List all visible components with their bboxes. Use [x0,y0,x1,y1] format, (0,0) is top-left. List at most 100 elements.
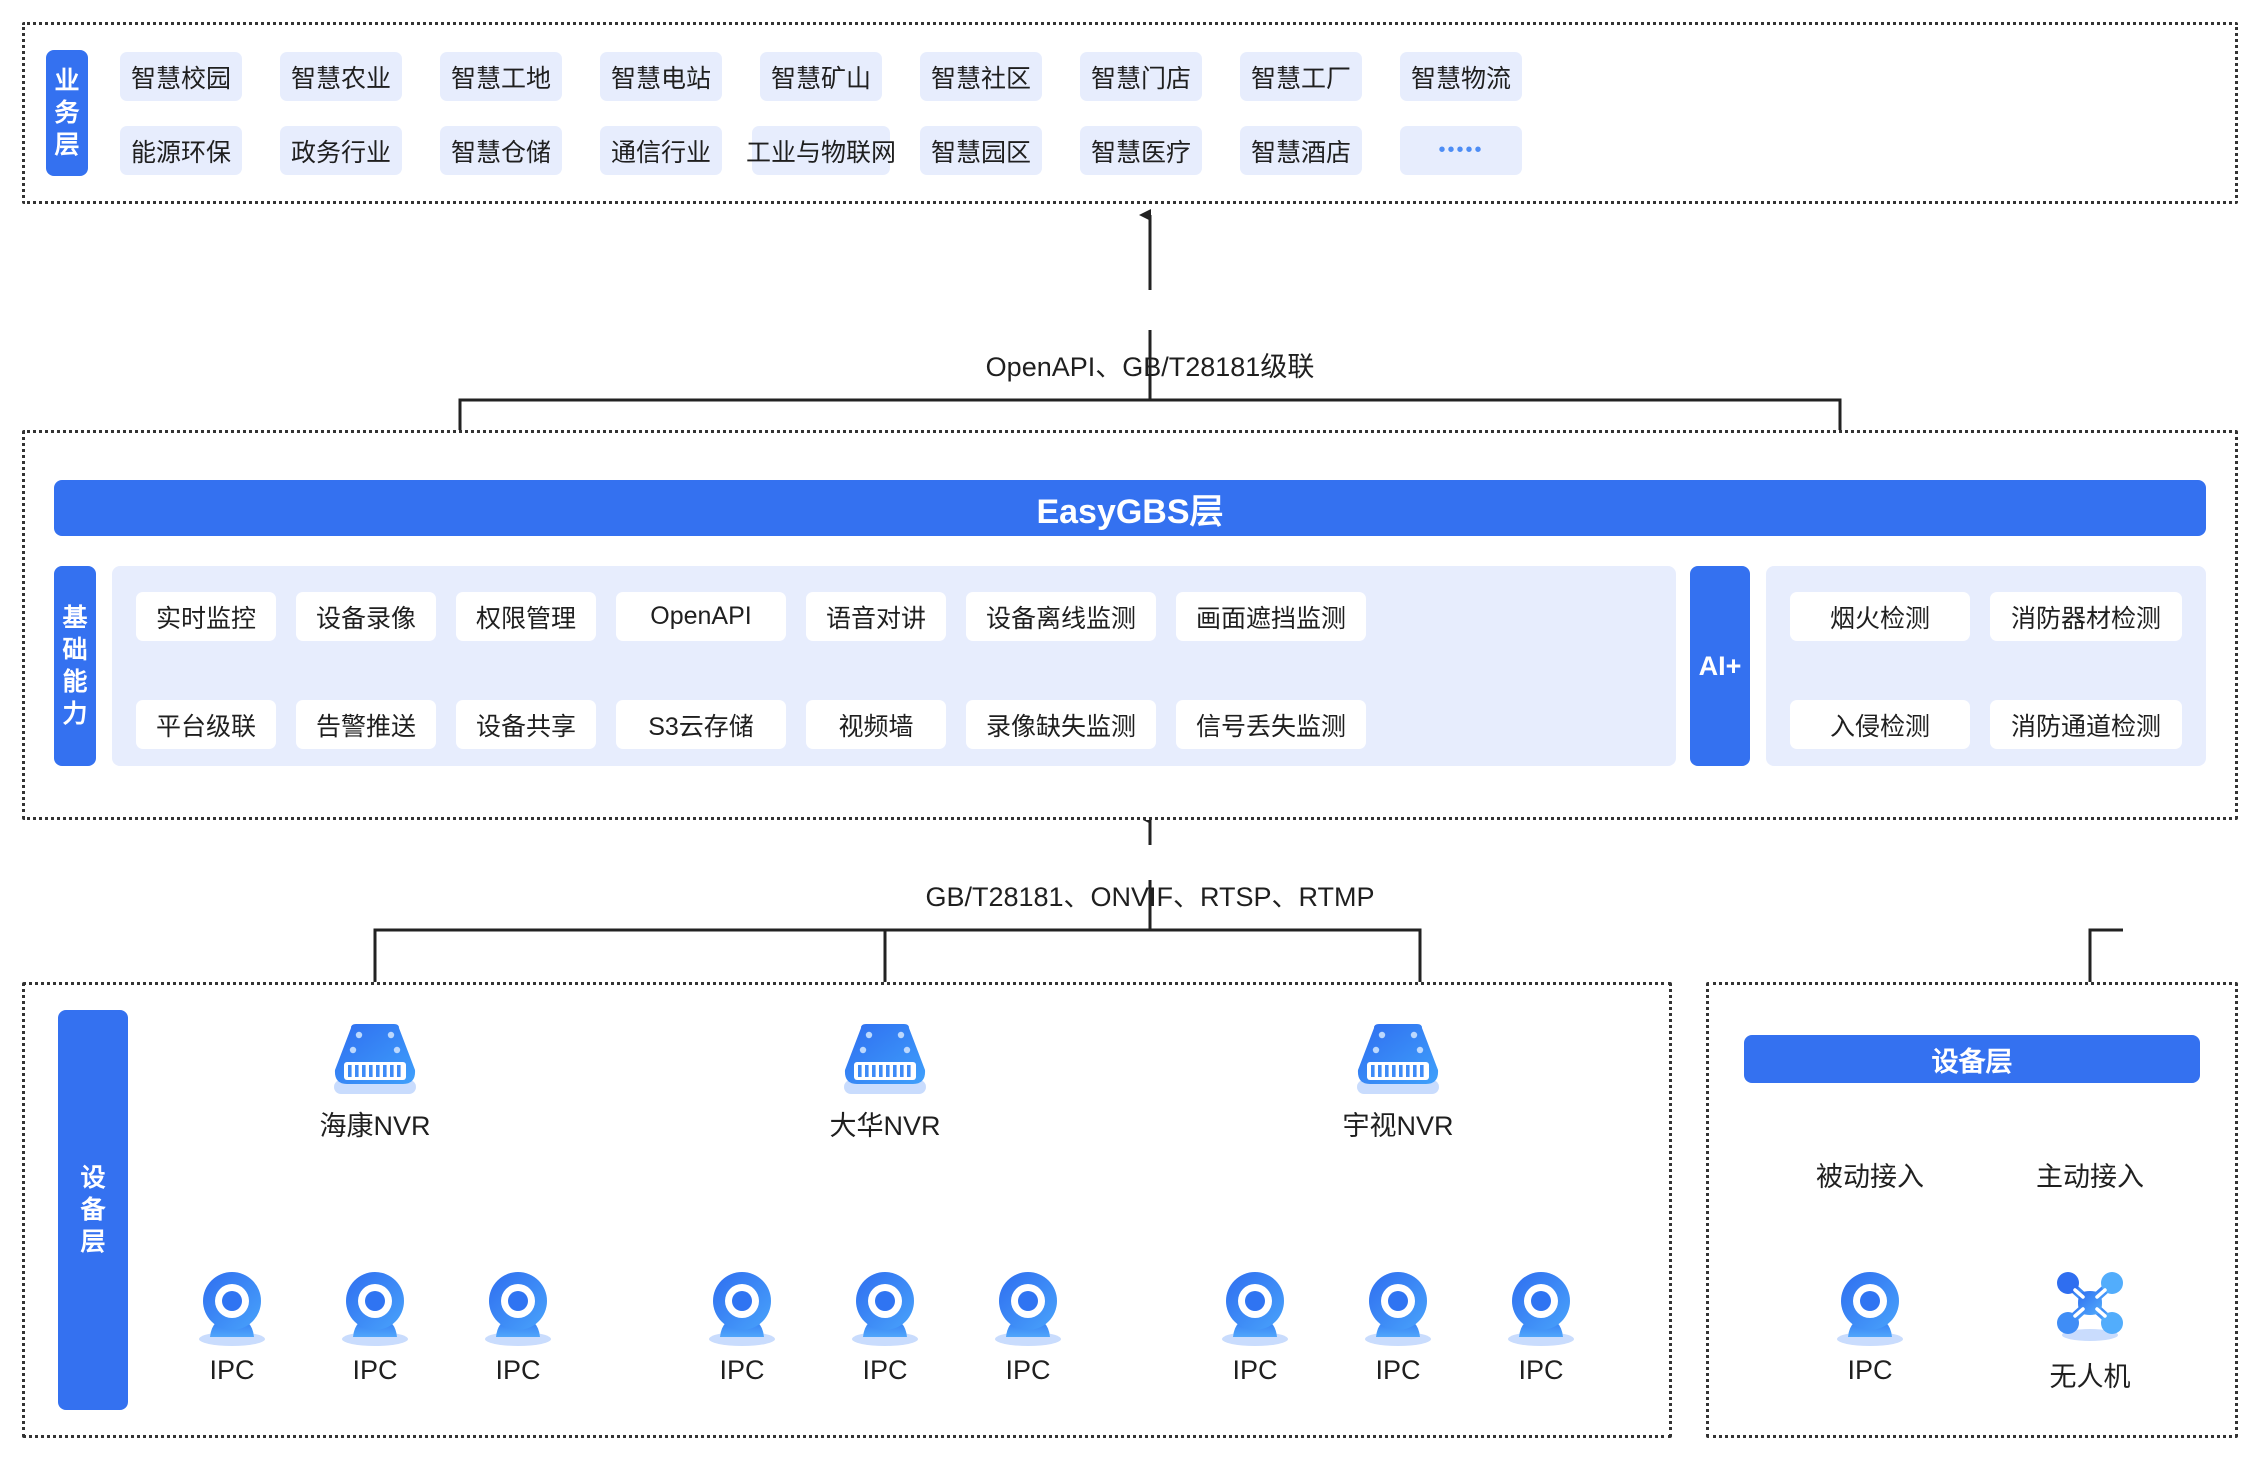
business-chip-label: 智慧仓储 [450,138,551,167]
business-chip-label: 智慧酒店 [1250,138,1351,167]
business-chip[interactable]: 智慧仓储 [440,126,562,175]
business-chip[interactable]: 工业与物联网 [746,126,896,175]
capability-chip[interactable]: 视频墙 [806,700,946,749]
ai-chip[interactable]: 消防通道检测 [1990,700,2182,749]
ai-chip[interactable]: 烟火检测 [1790,592,1970,641]
business-chip[interactable]: 智慧医疗 [1080,126,1202,175]
ipc-node[interactable]: IPC [692,1265,792,1386]
ai-chip-label: 消防通道检测 [2010,712,2161,741]
business-chip[interactable]: 智慧社区 [920,52,1042,101]
capability-chip[interactable]: 平台级联 [136,700,276,749]
ipc-camera-icon [485,1272,551,1346]
ipc-label: IPC [1232,1355,1278,1385]
business-chip[interactable]: 智慧工厂 [1240,52,1362,101]
business-chip-label: 智慧矿山 [770,64,871,93]
business-chip[interactable]: 智慧工地 [440,52,562,101]
capability-chip-label: 画面遮挡监测 [1195,604,1346,633]
nvr-icon [1357,1024,1439,1094]
ipc-node[interactable]: IPC [1348,1265,1448,1386]
capability-chip[interactable]: 设备离线监测 [966,592,1156,641]
bottom-connector-label: GB/T28181、ONVIF、RTSP、RTMP [925,882,1375,912]
capability-chip[interactable]: 实时监控 [136,592,276,641]
business-chip[interactable]: 智慧校园 [120,52,242,101]
business-chip[interactable]: 智慧矿山 [760,52,882,101]
business-chip-label: 智慧农业 [290,64,391,93]
ai-chip[interactable]: 入侵检测 [1790,700,1970,749]
capability-chip[interactable]: 语音对讲 [806,592,946,641]
ai-chip-label: 烟火检测 [1829,604,1930,633]
ai-plus-side-label: AI+ [1690,566,1750,766]
nvr-node-haikang[interactable]: 海康NVR [300,1022,450,1143]
ai-chip-label: 消防器材检测 [2010,604,2161,633]
drone-node-active[interactable]: 无人机 [2040,1265,2140,1394]
capability-chip-label: 告警推送 [315,712,416,741]
capability-chip[interactable]: 画面遮挡监测 [1176,592,1366,641]
business-chip[interactable]: 智慧物流 [1400,52,1522,101]
capability-chip-label: 平台级联 [155,712,256,741]
ipc-node[interactable]: IPC [468,1265,568,1386]
business-chip[interactable]: 能源环保 [120,126,242,175]
capability-chip-label: 视频墙 [838,712,914,741]
nvr-label: 宇视NVR [1342,1111,1454,1141]
capability-chip-label: 权限管理 [475,604,576,633]
ipc-label: IPC [862,1355,908,1385]
business-chip[interactable]: 智慧酒店 [1240,126,1362,175]
ipc-node[interactable]: IPC [1491,1265,1591,1386]
nvr-node-dahua[interactable]: 大华NVR [810,1022,960,1143]
capability-chip-label: 设备共享 [475,712,576,741]
ipc-label: IPC [1375,1355,1421,1385]
business-chip-label: 智慧电站 [610,64,711,93]
ipc-node-passive[interactable]: IPC [1820,1265,1920,1386]
ai-chip[interactable]: 消防器材检测 [1990,592,2182,641]
nvr-label: 海康NVR [319,1111,431,1141]
capability-chip-label: S3云存储 [648,712,754,741]
business-chip[interactable]: 政务行业 [280,126,402,175]
ipc-node[interactable]: IPC [325,1265,425,1386]
nvr-icon [334,1024,416,1094]
capability-chip[interactable]: 告警推送 [296,700,436,749]
easygbs-bar[interactable]: EasyGBS层 [54,480,2206,536]
business-chip-label: 智慧社区 [930,64,1031,93]
business-chip[interactable]: 智慧门店 [1080,52,1202,101]
ipc-camera-icon [1222,1272,1288,1346]
capability-chip-label: 信号丢失监测 [1195,712,1346,741]
capability-chip-label: 录像缺失监测 [985,712,1136,741]
capability-chip[interactable]: 信号丢失监测 [1176,700,1366,749]
capability-chip[interactable]: 设备录像 [296,592,436,641]
business-chip-label: 智慧园区 [930,138,1031,167]
nvr-node-uniview[interactable]: 宇视NVR [1323,1022,1473,1143]
capability-chip-label: 语音对讲 [825,604,926,633]
business-layer-panel [22,22,2238,204]
device-layer-right-header[interactable]: 设备层 [1744,1035,2200,1083]
business-chip[interactable]: 智慧电站 [600,52,722,101]
capability-chip[interactable]: S3云存储 [616,700,786,749]
business-chip-more[interactable]: ••••• [1400,126,1522,175]
business-chip-label: 智慧校园 [130,64,231,93]
business-chip-label: 智慧门店 [1090,64,1191,93]
ipc-node[interactable]: IPC [1205,1265,1305,1386]
access-mode-active-label: 主动接入 [2036,1162,2144,1192]
ipc-label: IPC [719,1355,765,1385]
ipc-node[interactable]: IPC [835,1265,935,1386]
business-chip[interactable]: 通信行业 [600,126,722,175]
device-layer-right-header-label: 设备层 [1931,1046,2013,1077]
capability-chip-label: 设备离线监测 [985,604,1136,633]
capability-chip[interactable]: 设备共享 [456,700,596,749]
ipc-label: IPC [1847,1355,1893,1385]
ipc-camera-icon [199,1272,265,1346]
ai-chip-label: 入侵检测 [1829,712,1930,741]
business-chip[interactable]: 智慧园区 [920,126,1042,175]
capability-chip[interactable]: 权限管理 [456,592,596,641]
platform-layer-side-label-text: 基础能力 [62,604,88,728]
ipc-node[interactable]: IPC [978,1265,1078,1386]
ipc-camera-icon [995,1272,1061,1346]
top-connector-label: OpenAPI、GB/T28181级联 [985,352,1315,382]
ipc-node[interactable]: IPC [182,1265,282,1386]
capability-chip[interactable]: OpenAPI [616,592,786,641]
business-chip[interactable]: 智慧农业 [280,52,402,101]
capability-chip[interactable]: 录像缺失监测 [966,700,1156,749]
business-chip-label: 通信行业 [610,138,711,167]
ipc-camera-icon [709,1272,775,1346]
platform-layer-side-label: 基础能力 [54,566,96,766]
